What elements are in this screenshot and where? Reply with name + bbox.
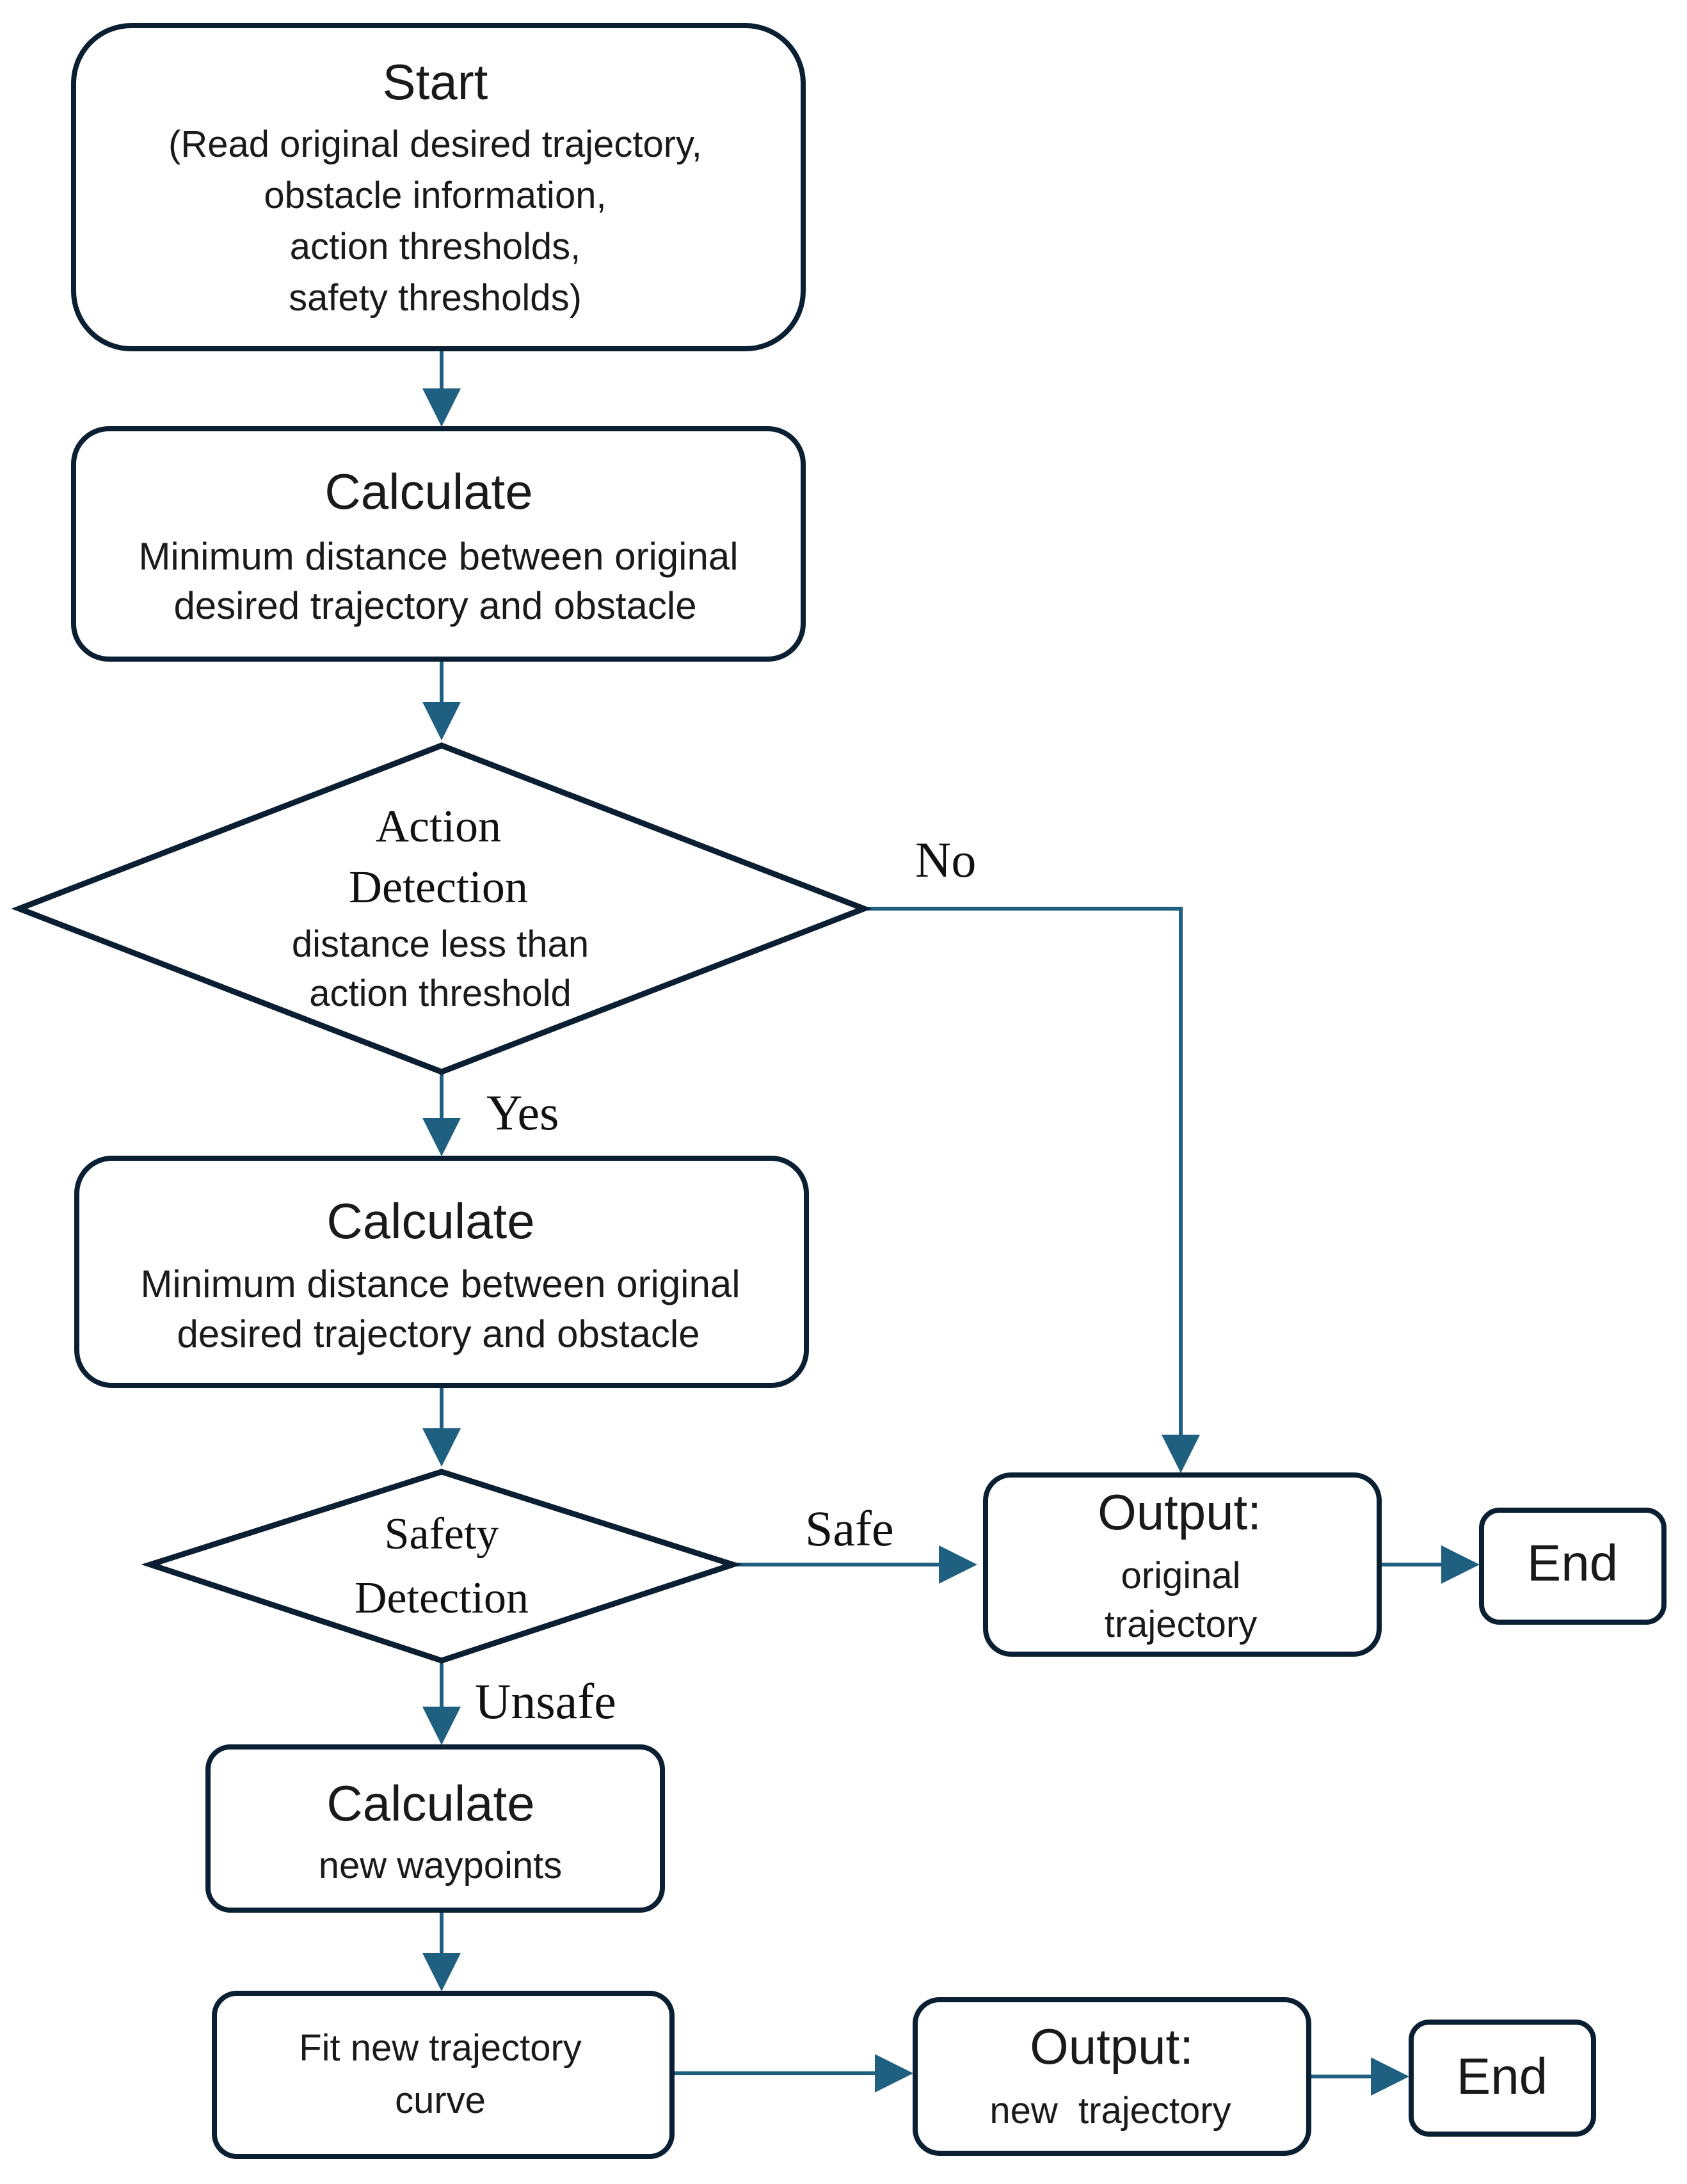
action-title-1: Action xyxy=(376,801,501,852)
end-2-label: End xyxy=(1457,2048,1547,2105)
end-box-1: End xyxy=(1479,1508,1667,1625)
output-new-line-1: new trajectory xyxy=(989,2090,1231,2132)
calc-box-1: Calculate Minimum distance between origi… xyxy=(71,426,806,662)
action-line-2: action threshold xyxy=(309,973,571,1014)
calc3-title: Calculate xyxy=(326,1775,534,1831)
no-label: No xyxy=(915,832,976,888)
calc-box-2: Calculate Minimum distance between origi… xyxy=(74,1156,809,1388)
fit-line-1: Fit new trajectory xyxy=(299,2027,582,2069)
calc2-line-2: desired trajectory and obstacle xyxy=(177,1312,700,1355)
action-line-1: distance less than xyxy=(292,923,589,965)
end-1-label: End xyxy=(1527,1534,1618,1591)
start-line-3: action thresholds, xyxy=(290,226,581,267)
calc1-title: Calculate xyxy=(324,463,532,520)
safe-label: Safe xyxy=(805,1501,894,1556)
start-box: Start (Read original desired trajectory,… xyxy=(71,23,806,351)
calc2-title: Calculate xyxy=(326,1193,534,1249)
output-original-box: Output: original trajectory xyxy=(983,1472,1382,1657)
output-original-title: Output: xyxy=(1098,1484,1261,1540)
start-line-4: safety thresholds) xyxy=(289,277,582,319)
safety-decision: Safety Detection xyxy=(141,1469,742,1664)
output-original-line-2: trajectory xyxy=(1105,1604,1258,1645)
action-title-2: Detection xyxy=(349,861,528,913)
fit-box: Fit new trajectory curve xyxy=(212,1991,675,2159)
start-line-1: (Read original desired trajectory, xyxy=(168,124,702,165)
start-line-2: obstacle information, xyxy=(264,175,606,216)
calc1-line-1: Minimum distance between original xyxy=(138,535,738,578)
end-box-2: End xyxy=(1409,2020,1596,2137)
calc-box-3: Calculate new waypoints xyxy=(205,1744,665,1913)
calc2-line-1: Minimum distance between original xyxy=(140,1263,740,1305)
start-title: Start xyxy=(383,54,488,110)
unsafe-label: Unsafe xyxy=(475,1673,616,1729)
output-new-title: Output: xyxy=(1030,2018,1194,2075)
action-decision: Action Detection distance less than acti… xyxy=(11,742,872,1075)
calc1-line-2: desired trajectory and obstacle xyxy=(173,584,696,627)
fit-line-2: curve xyxy=(395,2080,486,2121)
output-original-line-1: original xyxy=(1121,1555,1241,1597)
yes-label: Yes xyxy=(486,1085,559,1140)
connectors xyxy=(422,349,1480,2096)
output-new-box: Output: new trajectory xyxy=(913,1997,1311,2156)
safety-title-1: Safety xyxy=(385,1510,499,1559)
safety-title-2: Detection xyxy=(355,1574,529,1623)
arrow-action-no-to-output xyxy=(864,907,1200,1473)
calc3-line-1: new waypoints xyxy=(319,1845,562,1886)
